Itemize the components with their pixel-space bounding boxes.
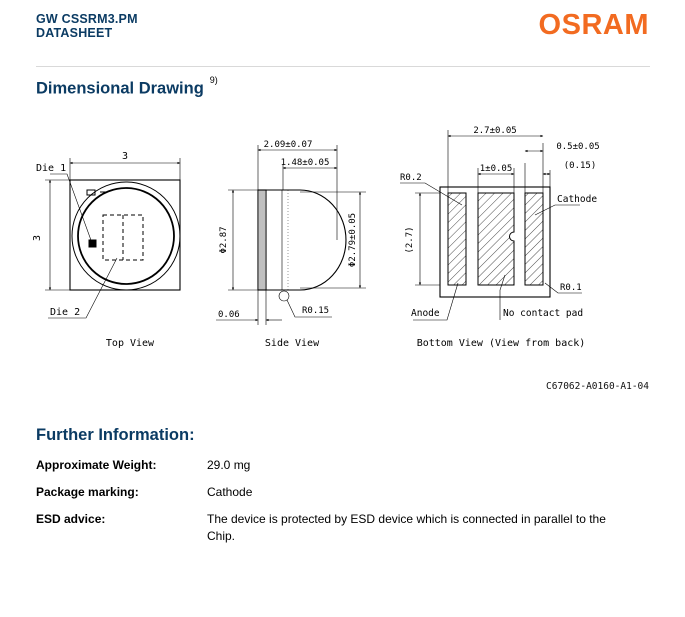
document-type: DATASHEET	[36, 26, 113, 40]
bottom-dim-27: 2.7±0.05	[473, 126, 516, 136]
no-contact-label: No contact pad	[503, 308, 583, 319]
bottom-view	[400, 130, 582, 321]
esd-value: The device is protected by ESD device wh…	[207, 512, 606, 543]
further-information-heading: Further Information:	[36, 426, 195, 444]
side-dim-r015: R0.15	[302, 306, 329, 316]
r02-label: R0.2	[400, 173, 422, 183]
side-dim-006: 0.06	[218, 310, 240, 320]
weight-label: Approximate Weight:	[36, 458, 157, 472]
top-height-dim: 3	[32, 235, 43, 241]
bottom-dim-1: 1±0.05	[480, 164, 513, 174]
marking-label: Package marking:	[36, 485, 139, 499]
die2-label: Die 2	[50, 307, 80, 318]
drawing-code: C67062-A0160-A1-04	[546, 381, 649, 392]
top-width-dim: 3	[122, 151, 128, 162]
esd-label: ESD advice:	[36, 512, 106, 526]
dimensional-drawing: 3 3 Die 1 Die 2 Top View	[32, 126, 600, 349]
die1-label: Die 1	[36, 163, 66, 174]
bottom-view-caption: Bottom View (View from back)	[417, 338, 586, 349]
footnote-marker: 9)	[209, 75, 218, 85]
side-view	[216, 145, 366, 325]
bottom-dim-015: (0.15)	[564, 161, 597, 171]
side-dim-279: Φ2.79±0.05	[348, 213, 358, 267]
r01-label: R0.1	[560, 283, 582, 293]
top-view	[45, 158, 181, 319]
side-view-caption: Side View	[265, 338, 320, 349]
bottom-dim-27p: (2.7)	[405, 226, 415, 253]
product-name: GW CSSRM3.PM	[36, 12, 138, 26]
bottom-dim-05: 0.5±0.05	[556, 142, 599, 152]
osram-logo: OSRAM	[538, 9, 649, 41]
header-divider	[36, 66, 650, 67]
side-dim-287: Φ2.87	[219, 226, 229, 253]
weight-value: 29.0 mg	[207, 458, 251, 472]
top-view-caption: Top View	[106, 338, 155, 349]
anode-label: Anode	[411, 308, 440, 319]
cathode-label: Cathode	[557, 194, 597, 205]
side-dim-209: 2.09±0.07	[264, 140, 313, 150]
side-dim-148: 1.48±0.05	[281, 158, 330, 168]
marking-value: Cathode	[207, 485, 253, 499]
